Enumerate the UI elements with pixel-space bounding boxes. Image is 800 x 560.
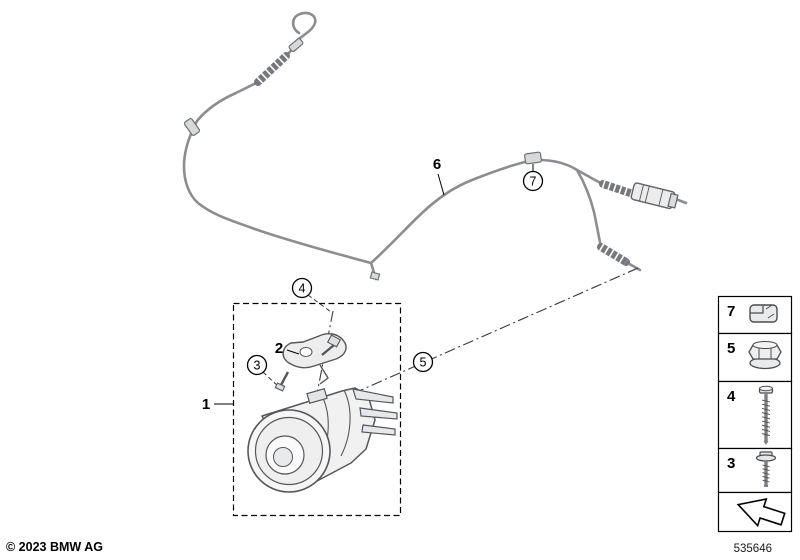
connector-ring bbox=[644, 185, 650, 203]
label-item-2[interactable]: 2 bbox=[275, 340, 283, 357]
leader-callout-3 bbox=[262, 371, 282, 390]
sidebar-row-label: 5 bbox=[727, 340, 735, 357]
leader-callout-4 bbox=[307, 294, 332, 313]
mounting-boss bbox=[306, 387, 328, 405]
direction-arrow-icon bbox=[736, 497, 786, 528]
dashed-leaders bbox=[262, 294, 332, 390]
top-clip bbox=[288, 38, 304, 52]
callout-circle[interactable] bbox=[522, 170, 544, 192]
callout-3[interactable]: 3 bbox=[246, 354, 268, 376]
callout-number: 3 bbox=[254, 358, 261, 372]
parts-sidebar: 7 5 4 bbox=[717, 295, 793, 533]
item1-group-box bbox=[232, 302, 402, 517]
sleeve-3-ribs bbox=[598, 243, 629, 266]
callout-4[interactable]: 4 bbox=[291, 277, 313, 299]
connector-ring bbox=[638, 184, 644, 202]
harness-right-run bbox=[536, 158, 579, 172]
sidebar-row-7[interactable]: 7 bbox=[717, 295, 793, 335]
body-section-line bbox=[340, 389, 351, 457]
heatsink-fin bbox=[359, 407, 398, 420]
sensor-connector bbox=[630, 182, 679, 210]
bracket-hole bbox=[299, 347, 313, 357]
projector-lens bbox=[273, 447, 293, 467]
aux-light-assembly bbox=[247, 387, 398, 493]
sidebar-row-5[interactable]: 5 bbox=[717, 332, 793, 383]
cable-clip-icon bbox=[749, 304, 778, 323]
sidebar-row-label: 4 bbox=[727, 388, 736, 405]
axis-diagonal bbox=[351, 267, 639, 395]
harness-sleeves bbox=[254, 52, 637, 266]
callout-circle[interactable] bbox=[412, 351, 434, 373]
wiring-harness bbox=[182, 11, 688, 281]
sidebar-row-label: 3 bbox=[727, 455, 735, 472]
stub-clip bbox=[369, 271, 381, 281]
heatsink-fin bbox=[352, 388, 394, 404]
sidebar-row-label: 7 bbox=[727, 303, 735, 320]
bracket-bolt-shaft bbox=[321, 344, 335, 356]
sleeve-1 bbox=[254, 52, 290, 86]
sidebar-cell[interactable] bbox=[717, 447, 793, 494]
label-item-1[interactable]: 1 bbox=[202, 396, 210, 413]
left-clip bbox=[183, 118, 201, 136]
sleeve-2 bbox=[599, 180, 637, 198]
flange-screw-icon bbox=[755, 451, 777, 487]
alignment-lines bbox=[315, 267, 639, 400]
bracket-stud bbox=[279, 371, 290, 386]
bracket-arm bbox=[319, 364, 329, 385]
copyright-text: © 2023 BMW AG bbox=[6, 540, 103, 554]
sidebar-row-4[interactable]: 4 bbox=[717, 380, 793, 450]
leader-item-6 bbox=[437, 173, 445, 196]
sidebar-cell[interactable] bbox=[717, 380, 793, 450]
callout-5[interactable]: 5 bbox=[412, 351, 434, 373]
callout-circle[interactable] bbox=[291, 277, 313, 299]
connector-ring bbox=[658, 189, 664, 207]
callout-number: 5 bbox=[420, 355, 427, 369]
heatsink-fin bbox=[361, 424, 396, 436]
label-item-6[interactable]: 6 bbox=[433, 156, 441, 173]
leader-item-2 bbox=[286, 349, 300, 355]
sidebar-row-arrow[interactable] bbox=[717, 491, 793, 533]
bracket-stud-head bbox=[274, 382, 286, 392]
connector-cap bbox=[667, 192, 679, 209]
callout-circle[interactable] bbox=[246, 354, 268, 376]
flange-nut-icon bbox=[748, 341, 782, 370]
sidebar-row-3[interactable]: 3 bbox=[717, 447, 793, 494]
bracket-bolt-head bbox=[326, 334, 342, 348]
harness-upper-run bbox=[369, 159, 531, 265]
item-labels: 1 2 6 bbox=[202, 156, 445, 413]
sleeve-1-ribs bbox=[255, 53, 289, 85]
callout-7[interactable]: 7 bbox=[522, 164, 544, 192]
mounting-bracket bbox=[274, 332, 347, 392]
callout-number: 7 bbox=[530, 174, 537, 188]
long-screw-icon bbox=[758, 385, 774, 445]
diagram-number: 535646 bbox=[733, 543, 772, 555]
harness-down-run bbox=[575, 168, 603, 249]
harness-clips bbox=[183, 38, 542, 281]
junction-clip-item7 bbox=[524, 151, 542, 165]
harness-top-loop bbox=[291, 11, 317, 40]
callout-number: 4 bbox=[299, 281, 306, 295]
harness-left-run bbox=[182, 80, 373, 265]
